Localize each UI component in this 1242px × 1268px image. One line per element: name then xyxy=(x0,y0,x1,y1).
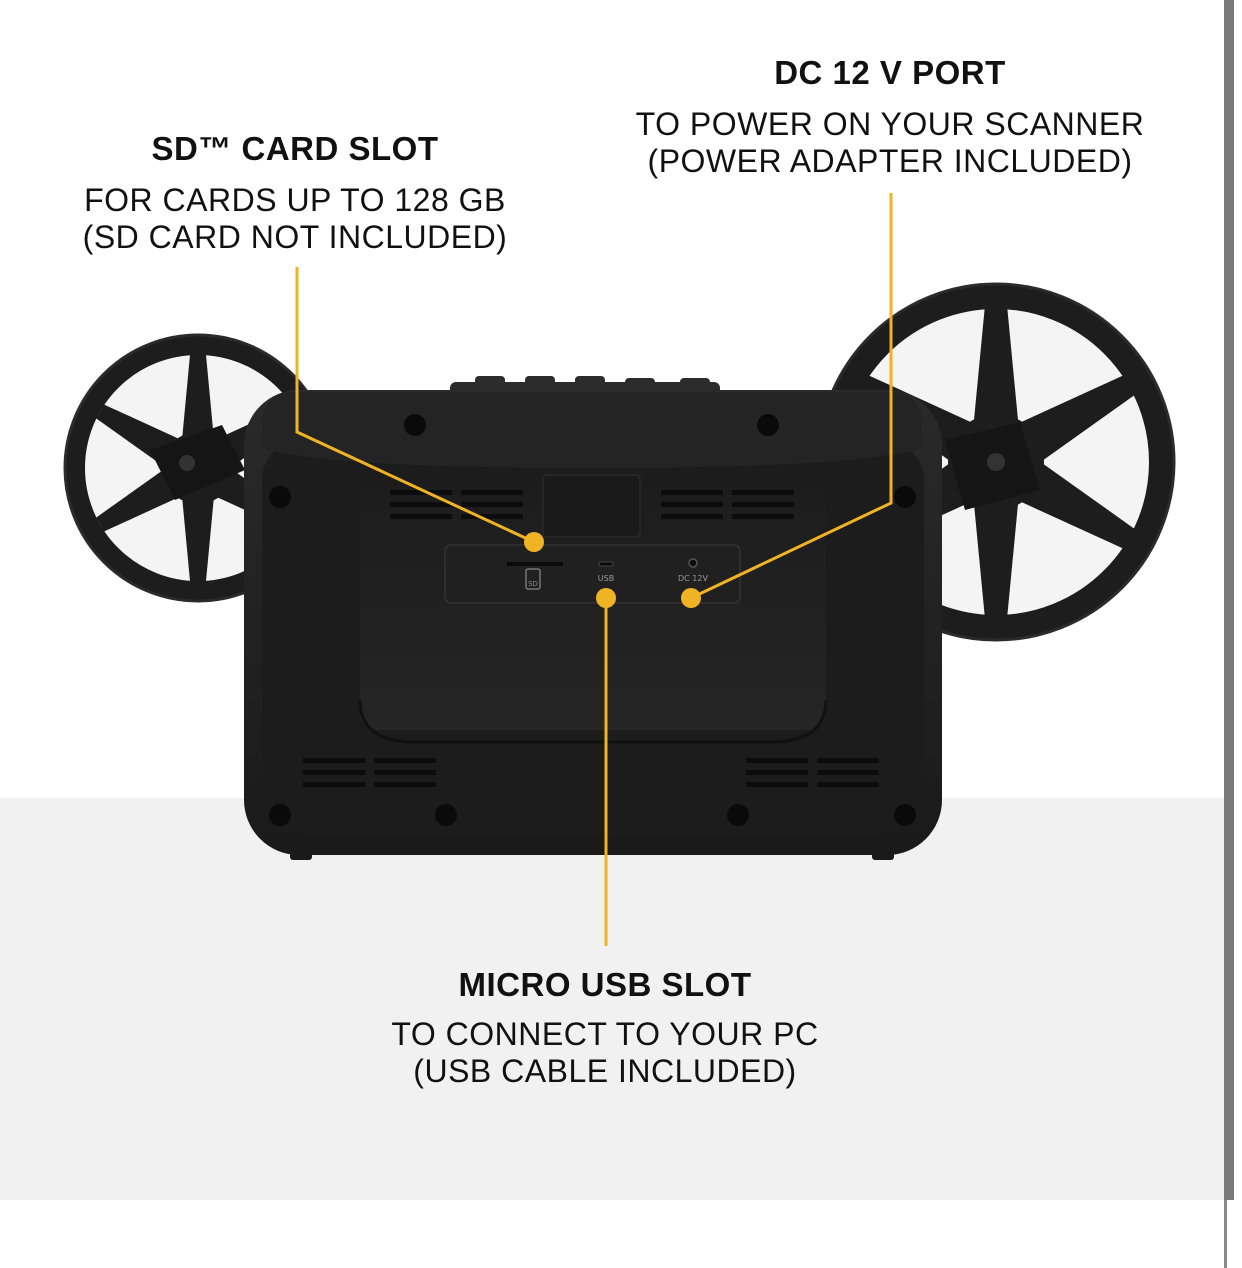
port-label-usb: USB xyxy=(598,574,614,583)
scanner-body xyxy=(244,390,942,860)
scrollbar-end xyxy=(1224,1200,1234,1268)
callout-line: TO POWER ON YOUR SCANNER xyxy=(635,106,1145,142)
dc-callout-line xyxy=(690,193,893,600)
callout-line: (USB CABLE INCLUDED) xyxy=(413,1053,797,1089)
sd-card-icon: SD xyxy=(507,562,563,590)
callout-line: TO CONNECT TO YOUR PC xyxy=(391,1016,819,1052)
callout-line: (POWER ADAPTER INCLUDED) xyxy=(647,143,1133,179)
callout-title: MICRO USB SLOT xyxy=(458,966,752,1003)
dc-callout-dot xyxy=(681,588,701,608)
callout-title: SD™ CARD SLOT xyxy=(151,130,439,167)
dc-port-callout: DC 12 V PORT TO POWER ON YOUR SCANNER (P… xyxy=(620,54,1160,180)
callout-title: DC 12 V PORT xyxy=(774,54,1006,91)
scrollbar-track[interactable] xyxy=(1224,0,1234,1200)
sd-callout-dot xyxy=(524,532,544,552)
callout-line: FOR CARDS UP TO 128 GB xyxy=(84,182,506,218)
dc-power-port-icon: DC 12V xyxy=(678,558,708,583)
sd-callout-line xyxy=(295,267,535,544)
port-label-dc: DC 12V xyxy=(678,574,708,583)
usb-callout-dot xyxy=(596,588,616,608)
port-label-sd: SD xyxy=(528,580,538,588)
floor-background xyxy=(0,798,1226,1200)
sd-card-slot-callout: SD™ CARD SLOT FOR CARDS UP TO 128 GB (SD… xyxy=(40,130,550,256)
micro-usb-slot-callout: MICRO USB SLOT TO CONNECT TO YOUR PC (US… xyxy=(330,966,880,1090)
callout-line: (SD CARD NOT INCLUDED) xyxy=(82,219,508,255)
micro-usb-port-icon: USB xyxy=(598,561,614,583)
